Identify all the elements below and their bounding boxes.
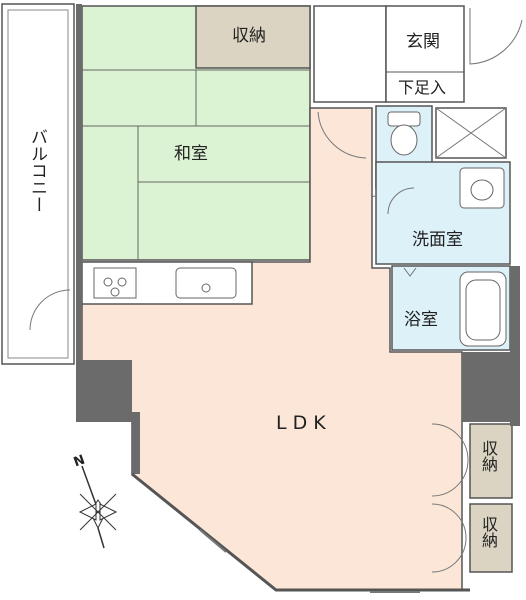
genkan-area: [385, 5, 465, 103]
balcony-rail: [7, 9, 69, 359]
toilet-bowl: [390, 124, 418, 156]
window-angled: [199, 529, 227, 553]
storage-right-2-label: 収納: [479, 516, 498, 548]
wash-basin: [459, 167, 505, 209]
storage-top-label: 収納: [232, 26, 266, 46]
geta-label: 下足入: [398, 78, 447, 97]
bathroom-label: 浴室: [404, 310, 438, 330]
stove: [93, 267, 137, 299]
burner-2: [117, 277, 127, 287]
genkan-label: 玄関: [406, 32, 440, 52]
tatami-lines: [82, 69, 310, 260]
balcony-door-swing: [29, 289, 71, 331]
burner-1: [103, 277, 113, 287]
bath-vent-mark: [403, 267, 417, 277]
closet-door-swing-4: [431, 537, 467, 573]
kitchen-sink: [175, 267, 237, 299]
ldk-label: L D K: [276, 412, 326, 434]
washroom-label: 洗面室: [412, 230, 463, 250]
storage-right-1-label: 収納: [479, 440, 498, 472]
washitsu-label: 和室: [174, 144, 208, 164]
basin-bowl: [470, 179, 494, 201]
toilet-tank: [387, 111, 421, 127]
storage-top: [195, 5, 311, 69]
closet-door-swing-1: [431, 423, 469, 461]
hall-door-swing: [317, 111, 367, 159]
structural-walls: [76, 4, 520, 474]
pipe-space-cross-2: [435, 107, 507, 159]
storage-right-1: [469, 423, 513, 499]
entrance-hall: [313, 5, 387, 103]
balcony-area: [1, 3, 75, 365]
bathtub-inner: [465, 279, 501, 341]
balcony-label: バルコニー: [27, 128, 47, 213]
angled-exterior-wall: [131, 472, 470, 592]
sink-drain: [201, 283, 211, 293]
compass-rose: [78, 465, 118, 549]
storage-right-2: [469, 503, 513, 573]
closet-door-swing-2: [431, 459, 469, 497]
burner-3: [110, 287, 120, 297]
closet-door-swing-3: [431, 503, 467, 539]
front-door-swing: [469, 8, 523, 65]
toilet-door-swing: [387, 187, 415, 215]
